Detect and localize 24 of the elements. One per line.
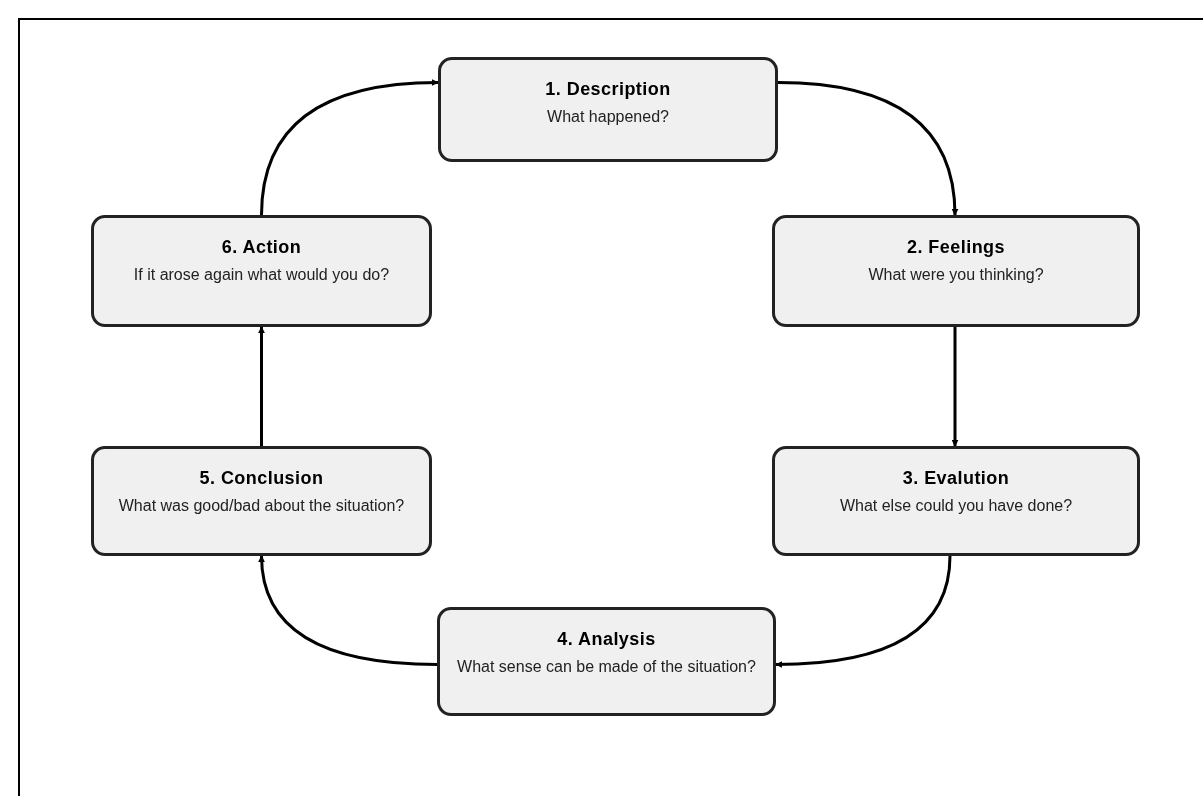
- arrow: [258, 555, 438, 666]
- step-box: [91, 215, 432, 327]
- arrow: [775, 555, 952, 668]
- step-question: What were you thinking?: [868, 265, 1044, 285]
- step-box: [438, 57, 778, 162]
- step-title: 6. Action: [221, 236, 302, 258]
- arrow: [260, 79, 439, 216]
- step-box: [437, 607, 776, 716]
- step-box: [772, 446, 1140, 556]
- step-question: What was good/bad about the situation?: [118, 496, 405, 516]
- step-title: 1. Description: [545, 78, 671, 100]
- step-box: [772, 215, 1140, 327]
- arrow: [258, 326, 265, 446]
- step-question: What sense can be made of the situation?: [457, 657, 756, 677]
- arrow: [777, 81, 959, 216]
- step-title: 4. Analysis: [557, 628, 656, 650]
- step-box: [91, 446, 432, 556]
- step-question: What happened?: [547, 107, 669, 127]
- step-question: If it arose again what would you do?: [133, 265, 390, 285]
- arrow: [951, 327, 959, 447]
- step-title: 5. Conclusion: [199, 467, 324, 489]
- step-title: 2. Feelings: [907, 236, 1005, 258]
- step-title: 3. Evalution: [902, 467, 1010, 489]
- step-question: What else could you have done?: [839, 496, 1073, 516]
